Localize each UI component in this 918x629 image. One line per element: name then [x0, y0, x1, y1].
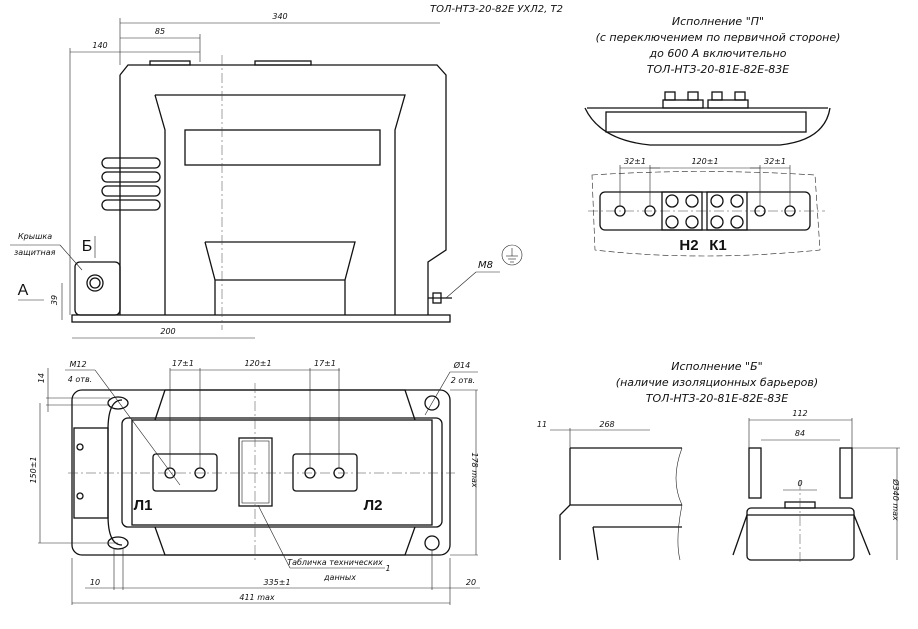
nameplate-label-2: данных	[323, 573, 356, 582]
dim-0: 0	[797, 479, 802, 488]
dim-411-max: 411 max	[239, 593, 275, 602]
dim-85: 85	[155, 27, 165, 36]
dim-335: 335±1	[263, 578, 290, 587]
dim-hole-count: 2 отв.	[451, 376, 475, 385]
dim-20: 20	[466, 578, 476, 587]
dim-140: 140	[92, 41, 107, 50]
secondary-terminal-box	[74, 261, 121, 316]
ground-bolt	[428, 292, 452, 304]
body-top	[121, 417, 443, 528]
dim-178-max: 178 max	[470, 452, 479, 488]
dim-m12: М12	[69, 360, 86, 369]
dim-112: 112	[792, 409, 807, 418]
terminal-bushing	[86, 274, 104, 292]
variant-b: Исполнение "Б" (наличие изоляционных бар…	[537, 360, 901, 565]
dim-10: 10	[90, 578, 100, 587]
front-view: 340 85 140 200 39 Крышка защитная Б А М8	[10, 12, 523, 339]
dim-340-max: Ø340 max	[891, 478, 901, 521]
dim-m12-count: 4 отв.	[68, 375, 92, 384]
variant-p-heading-2: (с переключением по первичной стороне)	[596, 31, 841, 44]
variant-b-heading-3: ТОЛ-НТЗ-20-81Е-82Е-83Е	[646, 392, 788, 405]
dim-right-pitch-plan: 17±1	[314, 359, 336, 368]
variant-b-heading-2: (наличие изоляционных барьеров)	[616, 376, 818, 389]
dim-14: 14	[37, 373, 46, 383]
dim-39: 39	[50, 295, 59, 305]
terminal-l1-pad	[152, 453, 218, 492]
dim-hole-diameter: Ø14	[453, 360, 470, 370]
terminal-l1: Л1	[134, 497, 153, 514]
nameplate-label-1: Табличка технических	[287, 558, 383, 567]
leader-number: 1	[385, 564, 390, 573]
dim-150: 150±1	[29, 456, 38, 483]
view-a-marker: А	[18, 282, 29, 299]
terminal-k1: К1	[709, 237, 727, 254]
variant-p-heading-1: Исполнение "П"	[672, 15, 764, 28]
dim-left-pitch: 32±1	[624, 157, 646, 166]
dim-left-pitch-plan: 17±1	[172, 359, 194, 368]
nameplate	[238, 437, 273, 507]
view-b-marker: Б	[82, 238, 93, 255]
dim-center-pitch-plan: 120±1	[244, 359, 271, 368]
dim-overall-width: 340	[272, 12, 287, 21]
dim-center-pitch: 120±1	[691, 157, 718, 166]
base-plate	[71, 314, 451, 323]
ground-icon	[501, 244, 523, 266]
label-cover-1: Крышка	[18, 232, 52, 241]
variant-b-heading-1: Исполнение "Б"	[671, 360, 762, 373]
variant-p-heading-4: ТОЛ-НТЗ-20-81Е-82Е-83Е	[647, 63, 789, 76]
dim-268: 268	[599, 420, 614, 429]
variant-p-heading-3: до 600 А включительно	[648, 47, 786, 60]
dim-right-pitch: 32±1	[764, 157, 786, 166]
label-cover-2: защитная	[14, 248, 56, 257]
terminal-l2-pad	[292, 453, 358, 492]
terminal-h2: Н2	[679, 237, 698, 254]
terminal-l2: Л2	[364, 497, 383, 514]
plan-view: Л1 Л2 М12 4 отв. 17±1 120±1 17±1 Ø14 2 о…	[29, 359, 480, 605]
drawing-title: ТОЛ-НТЗ-20-82Е УХЛ2, Т2	[430, 4, 563, 15]
variant-p: Исполнение "П" (с переключением по перви…	[584, 15, 841, 257]
dim-11: 11	[537, 420, 547, 429]
label-m8: М8	[478, 260, 493, 271]
insulator-ribs	[101, 157, 161, 211]
dim-200: 200	[160, 327, 175, 336]
base-plate-plan	[71, 389, 451, 556]
dim-84: 84	[795, 429, 805, 438]
